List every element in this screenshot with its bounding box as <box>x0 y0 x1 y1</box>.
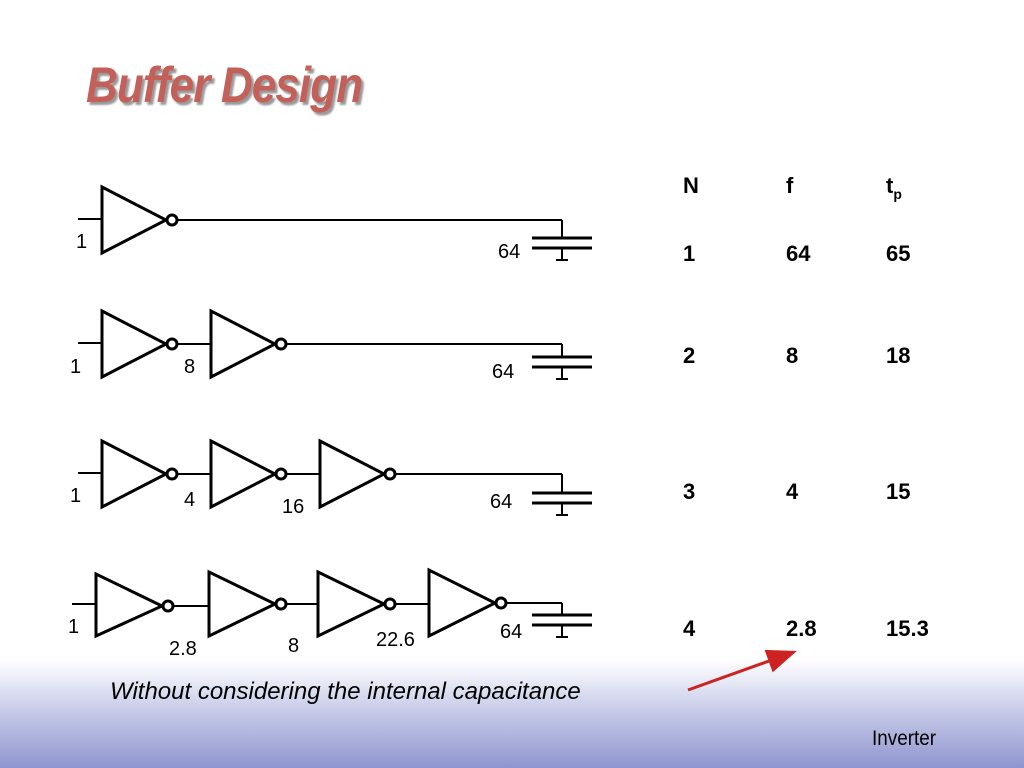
chain-4: 1 2.8 8 22.6 64 <box>68 567 592 660</box>
size-label: 8 <box>184 356 195 378</box>
inverter-symbol <box>207 569 279 639</box>
inverter-symbol <box>318 438 388 510</box>
pointer-arrow-icon <box>687 649 797 692</box>
size-label: 8 <box>288 635 299 657</box>
chain-3: 1 4 16 64 <box>70 438 592 518</box>
inverter-symbol <box>100 438 170 510</box>
table-cell-n: 1 <box>683 241 695 266</box>
inverter-symbol <box>427 567 499 639</box>
load-label: 64 <box>498 241 520 263</box>
inverter-symbol <box>100 308 170 380</box>
table-cell-f: 64 <box>786 241 811 266</box>
table-cell-n: 3 <box>683 479 695 504</box>
size-label: 4 <box>184 489 195 511</box>
table-cell-n: 2 <box>683 343 695 368</box>
chain-2: 1 8 64 <box>70 308 592 383</box>
chain-1: 1 64 <box>76 184 592 263</box>
table-cell-f: 8 <box>786 343 798 368</box>
inverter-symbol <box>100 184 170 256</box>
table-header-f: f <box>786 173 794 198</box>
size-label: 2.8 <box>169 638 197 660</box>
inverter-symbol <box>209 308 279 380</box>
load-label: 64 <box>490 491 512 513</box>
bottom-gradient-band <box>0 660 1024 768</box>
size-label: 1 <box>68 616 79 638</box>
note-text: Without considering the internal capacit… <box>110 678 581 705</box>
table-cell-tp: 18 <box>886 343 910 368</box>
size-label: 16 <box>282 496 304 518</box>
load-label: 64 <box>500 621 522 643</box>
inverter-symbol <box>209 438 279 510</box>
slide-title: Buffer Design <box>86 57 363 113</box>
size-label: 1 <box>76 231 87 253</box>
results-table: N f tp 1 64 65 2 8 18 3 4 15 4 2.8 15.3 <box>683 173 929 641</box>
inverter-symbol <box>316 569 388 639</box>
table-cell-f: 4 <box>786 479 799 504</box>
table-header-n: N <box>683 173 699 198</box>
size-label: 1 <box>70 356 81 378</box>
table-cell-tp: 15 <box>886 479 910 504</box>
table-cell-tp: 65 <box>886 241 910 266</box>
table-cell-n: 4 <box>683 616 696 641</box>
table-cell-f: 2.8 <box>786 616 817 641</box>
size-label: 22.6 <box>376 629 415 651</box>
size-label: 1 <box>70 485 81 507</box>
table-cell-tp: 15.3 <box>886 616 929 641</box>
table-header-tp: tp <box>886 173 902 202</box>
inverter-symbol <box>94 571 166 639</box>
load-label: 64 <box>492 361 514 383</box>
footer-label: Inverter <box>872 727 937 750</box>
